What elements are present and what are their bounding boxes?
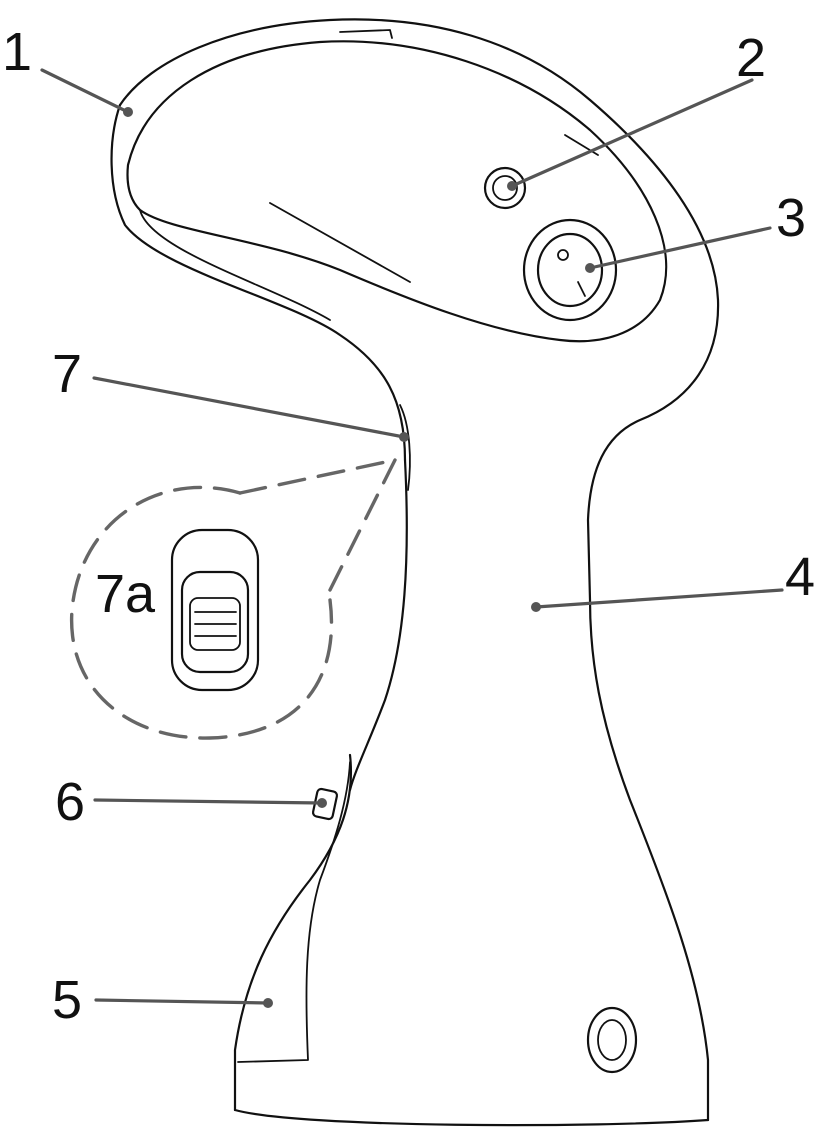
callout-3: 3	[776, 188, 806, 248]
detail-7a-bubble	[69, 458, 397, 740]
callout-5: 5	[52, 970, 82, 1030]
steamer-body-outline	[110, 18, 720, 1127]
power-switch	[522, 218, 618, 322]
leader-lines	[40, 68, 784, 1008]
callout-1: 1	[2, 22, 32, 82]
callout-7: 7	[52, 344, 82, 404]
callout-6: 6	[55, 772, 85, 832]
callout-4: 4	[785, 547, 815, 607]
bottom-indicator	[586, 1006, 638, 1074]
steam-button	[483, 166, 527, 210]
callout-7a: 7a	[95, 564, 156, 624]
trigger-detail-icon	[170, 528, 260, 692]
callout-2: 2	[736, 28, 766, 88]
